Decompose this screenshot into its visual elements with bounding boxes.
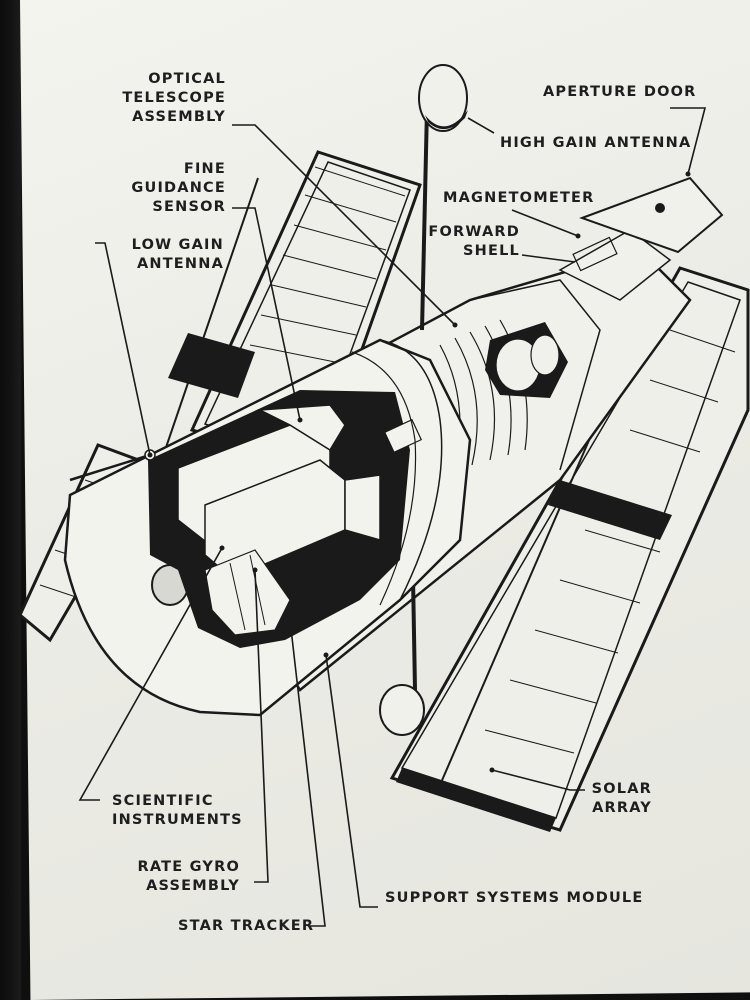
label-star-tracker: STAR TRACKER [178, 918, 315, 934]
label-support-systems-module: SUPPORT SYSTEMS MODULE [385, 890, 644, 906]
label-fine-guidance-sensor: FINE GUIDANCE SENSOR [131, 161, 226, 215]
label-aperture-door: APERTURE DOOR [543, 84, 697, 100]
label-magnetometer: MAGNETOMETER [443, 190, 595, 206]
label-scientific-instruments: SCIENTIFIC INSTRUMENTS [112, 793, 243, 828]
aft-shroud [63, 338, 472, 717]
label-high-gain-antenna: HIGH GAIN ANTENNA [500, 135, 692, 151]
leader-lines [78, 107, 707, 927]
right-solar-array [389, 266, 750, 832]
label-low-gain-antenna: LOW GAIN ANTENNA [131, 237, 224, 272]
label-solar-array: SOLAR ARRAY [591, 781, 652, 816]
label-forward-shell: FORWARD SHELL [428, 224, 520, 259]
label-rate-gyro-assembly: RATE GYRO ASSEMBLY [137, 859, 240, 894]
label-optical-telescope-assembly: OPTICAL TELESCOPE ASSEMBLY [122, 71, 226, 125]
leader-dots [147, 233, 581, 773]
